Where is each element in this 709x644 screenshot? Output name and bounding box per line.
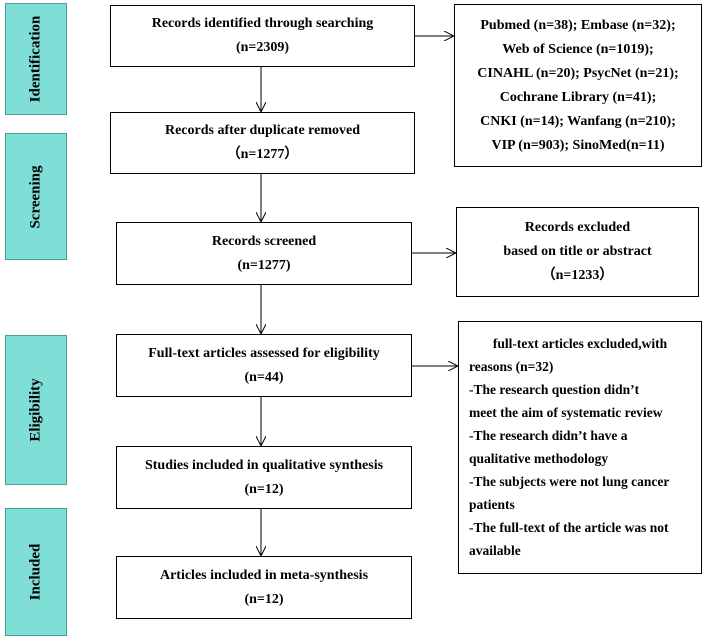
box-fulltext-excluded-line-2: reasons (n=32) — [469, 359, 554, 374]
box-databases-line-5: CNKI (n=14); Wanfang (n=210); — [480, 113, 676, 129]
box-databases-line-3: CINAHL (n=20); PsycNet (n=21); — [477, 65, 679, 81]
box-qualitative-synthesis-line-1: Studies included in qualitative synthesi… — [144, 457, 384, 473]
box-records-excluded: Records excluded based on title or abstr… — [456, 207, 699, 297]
box-qualitative-synthesis-line-2: (n=12) — [244, 481, 284, 497]
box-fulltext-assessed-line-2: (n=44) — [244, 369, 284, 385]
box-records-screened: Records screened (n=1277) — [116, 222, 412, 285]
box-records-excluded-line-3: （n=1233） — [541, 268, 614, 283]
box-fulltext-excluded-line-7: -The subjects were not lung cancer — [469, 474, 670, 489]
box-meta-synthesis: Articles included in meta-synthesis (n=1… — [116, 556, 412, 619]
box-fulltext-assessed: Full-text articles assessed for eligibil… — [116, 334, 412, 397]
box-meta-synthesis-line-2: (n=12) — [244, 591, 284, 607]
box-fulltext-excluded-line-4: meet the aim of systematic review — [469, 405, 663, 420]
box-fulltext-excluded-line-6: qualitative methodology — [469, 451, 609, 466]
box-databases: Pubmed (n=38); Embase (n=32); Web of Sci… — [454, 4, 702, 167]
box-after-duplicates-line-1: Records after duplicate removed — [164, 123, 361, 138]
box-databases-line-6: VIP (n=903); SinoMed(n=11) — [491, 137, 665, 153]
box-databases-line-2: Web of Science (n=1019); — [502, 41, 654, 57]
box-databases-line-1: Pubmed (n=38); Embase (n=32); — [480, 17, 676, 33]
box-fulltext-excluded-line-3: -The research question didn’t — [469, 382, 640, 397]
box-records-identified-line-1: Records identified through searching — [151, 16, 374, 31]
box-fulltext-excluded-line-8: patients — [469, 497, 515, 512]
box-records-excluded-line-2: based on title or abstract — [503, 244, 652, 259]
box-fulltext-excluded: full-text articles excluded,with reasons… — [458, 321, 702, 574]
box-databases-line-4: Cochrane Library (n=41); — [499, 89, 657, 105]
box-fulltext-excluded-line-5: -The research didn’t have a — [469, 428, 628, 443]
box-fulltext-excluded-line-10: available — [469, 543, 521, 558]
box-records-screened-line-2: (n=1277) — [237, 257, 291, 273]
box-records-screened-line-1: Records screened — [211, 233, 317, 249]
phase-included: Included — [5, 508, 67, 636]
box-fulltext-excluded-line-9: -The full-text of the article was not — [469, 520, 669, 535]
box-fulltext-assessed-line-1: Full-text articles assessed for eligibil… — [148, 345, 380, 361]
phase-eligibility: Eligibility — [5, 335, 67, 485]
box-records-excluded-line-1: Records excluded — [524, 220, 631, 235]
box-after-duplicates: Records after duplicate removed （n=1277） — [110, 112, 415, 174]
box-after-duplicates-line-2: （n=1277） — [226, 147, 299, 162]
box-fulltext-excluded-line-1: full-text articles excluded,with — [492, 336, 668, 351]
box-meta-synthesis-line-1: Articles included in meta-synthesis — [159, 567, 369, 583]
box-records-identified-line-2: (n=2309) — [235, 40, 290, 55]
phase-identification: Identification — [5, 3, 67, 115]
phase-screening: Screening — [5, 133, 67, 260]
box-records-identified: Records identified through searching (n=… — [110, 5, 415, 67]
box-qualitative-synthesis: Studies included in qualitative synthesi… — [116, 446, 412, 509]
